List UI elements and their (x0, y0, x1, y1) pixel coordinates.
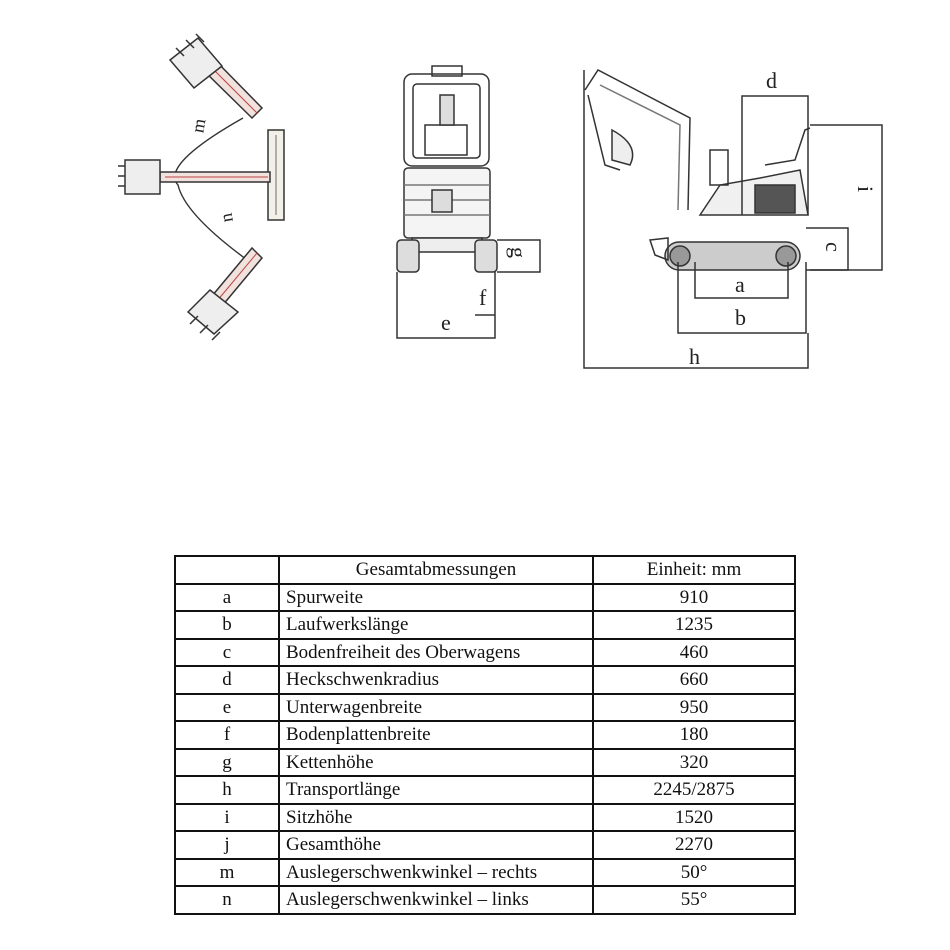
row-key: b (174, 610, 280, 640)
dim-g (497, 239, 541, 273)
center-bucket (124, 159, 161, 195)
row-key: n (174, 885, 280, 915)
right-track (474, 239, 498, 273)
excavator-diagram: m n e f g (118, 33, 883, 369)
row-key: c (174, 637, 280, 667)
dim-b (677, 262, 807, 334)
row-value: 50° (592, 857, 796, 887)
swing-arc (174, 117, 251, 263)
seat (424, 124, 468, 156)
front-view (396, 65, 541, 339)
label-n: n (216, 212, 237, 224)
canopy (403, 73, 490, 167)
label-c: c (821, 242, 846, 252)
left-track (396, 239, 420, 273)
row-value: 180 (592, 720, 796, 750)
row-value: 1235 (592, 610, 796, 640)
swing-view (118, 33, 285, 341)
label-h: h (689, 344, 700, 369)
dim-d (741, 95, 809, 215)
header-unit: Einheit: mm (592, 555, 796, 585)
row-name: Sitzhöhe (278, 802, 594, 832)
dim-a (694, 262, 789, 299)
row-value: 660 (592, 665, 796, 695)
header-name: Gesamtabmessungen (278, 555, 594, 585)
row-key: m (174, 857, 280, 887)
row-value: 910 (592, 582, 796, 612)
row-name: Auslegerschwenkwinkel – rechts (278, 857, 594, 887)
row-name: Gesamthöhe (278, 830, 594, 860)
row-name: Laufwerkslänge (278, 610, 594, 640)
side-track (664, 241, 801, 271)
row-value: 1520 (592, 802, 796, 832)
row-name: Kettenhöhe (278, 747, 594, 777)
row-key: a (174, 582, 280, 612)
row-value: 55° (592, 885, 796, 915)
row-key: i (174, 802, 280, 832)
header-key (174, 555, 280, 585)
row-key: d (174, 665, 280, 695)
grille (754, 184, 796, 214)
dim-i (810, 124, 883, 271)
row-value: 950 (592, 692, 796, 722)
row-key: j (174, 830, 280, 860)
upper-bucket (168, 36, 224, 90)
technical-drawings: m n e f g (0, 0, 950, 400)
dim-h (583, 70, 809, 369)
label-b: b (735, 305, 746, 330)
label-g: g (506, 247, 531, 258)
row-value: 2245/2875 (592, 775, 796, 805)
dim-e (396, 272, 496, 339)
row-key: h (174, 775, 280, 805)
row-name: Auslegerschwenkwinkel – links (278, 885, 594, 915)
label-f: f (479, 285, 487, 310)
roof-light (431, 65, 463, 77)
boom-arm (584, 69, 691, 211)
row-key: f (174, 720, 280, 750)
row-name: Unterwagenbreite (278, 692, 594, 722)
side-view (583, 69, 883, 369)
row-value: 320 (592, 747, 796, 777)
row-name: Spurweite (278, 582, 594, 612)
label-d: d (766, 68, 777, 93)
row-name: Transportlänge (278, 775, 594, 805)
row-name: Bodenfreiheit des Oberwagens (278, 637, 594, 667)
label-a: a (735, 272, 745, 297)
row-value: 460 (592, 637, 796, 667)
row-key: g (174, 747, 280, 777)
row-name: Bodenplattenbreite (278, 720, 594, 750)
row-key: e (174, 692, 280, 722)
label-i: i (853, 186, 878, 192)
table-header-row: Gesamtabmessungen Einheit: mm (174, 555, 796, 585)
dipper (587, 94, 621, 171)
label-m: m (187, 117, 209, 134)
row-name: Heckschwenkradius (278, 665, 594, 695)
label-e: e (441, 310, 451, 335)
row-value: 2270 (592, 830, 796, 860)
side-bucket (611, 128, 634, 166)
